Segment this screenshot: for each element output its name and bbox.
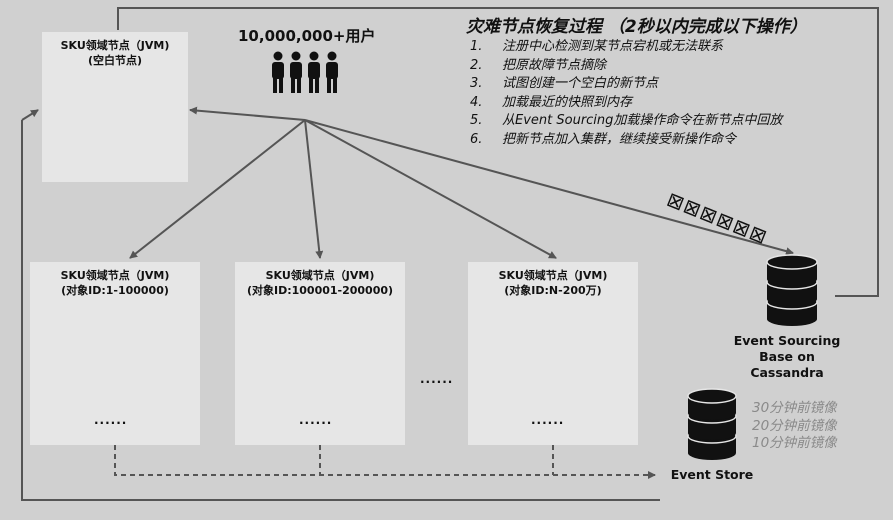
sku-node-box-1: SKU领域节点（JVM) (对象ID:1-100000) [30, 262, 200, 445]
person-leg [327, 78, 331, 93]
sku-node-2-title: SKU领域节点（JVM) (对象ID:100001-200000) [235, 268, 405, 298]
recovery-step: 4. 加载最近的快照到内存 [470, 94, 782, 113]
person-leg [315, 78, 319, 93]
event-store-feedback-line [21, 120, 660, 501]
person-body [272, 62, 284, 79]
person-head [291, 51, 301, 61]
step-text: 从Event Sourcing加载操作命令在新节点中回放 [502, 113, 783, 128]
recovery-step: 2. 把原故障节点摘除 [470, 57, 782, 76]
snapshot-item: 10分钟前镜像 [752, 435, 837, 451]
person-head [309, 51, 319, 61]
step-number: 1. [470, 39, 483, 54]
sku-node-1-title-line2: (对象ID:1-100000) [61, 284, 169, 297]
person-leg [309, 78, 313, 93]
node-2-ellipsis: ...... [299, 413, 333, 427]
recovery-step: 1. 注册中心检测到某节点宕机或无法联系 [470, 38, 782, 57]
blank-node-box: SKU领域节点（JVM) (空白节点) [42, 32, 188, 182]
cassandra-label-line3: Cassandra [750, 365, 824, 380]
sku-node-box-3: SKU领域节点（JVM) (对象ID:N-200万) [468, 262, 638, 445]
recovery-steps: 1. 注册中心检测到某节点宕机或无法联系 2. 把原故障节点摘除 3. 试图创建一个空… [470, 38, 782, 149]
arrow-users-to-blank-node [189, 106, 306, 121]
blank-node-title: SKU领域节点（JVM) (空白节点) [42, 38, 188, 68]
person-leg [273, 78, 277, 93]
sku-node-3-title-line1: SKU领域节点（JVM) [498, 269, 608, 282]
person-head [273, 51, 283, 61]
snapshot-item: 30分钟前镜像 [752, 400, 837, 416]
feedback-arrow-to-blank-node [21, 109, 39, 121]
snapshot-item: 20分钟前镜像 [752, 417, 837, 434]
cassandra-label-line1: Event Sourcing [733, 333, 841, 348]
step-number: 5. [470, 113, 483, 128]
more-nodes-ellipsis: ...... [420, 372, 454, 386]
recovery-title: 灾难节点恢复过程 （2秒以内完成以下操作） [466, 17, 807, 37]
blank-node-title-line1: SKU领域节点（JVM) [60, 39, 170, 52]
blank-node-title-line2: (空白节点) [87, 54, 143, 67]
person-leg [279, 78, 283, 93]
step-number: 6. [470, 131, 483, 147]
recovery-step: 3. 试图创建一个空白的新节点 [470, 75, 782, 94]
person-head [327, 51, 337, 61]
recovery-step: 5. 从Event Sourcing加载操作命令在新节点中回放 [470, 112, 782, 131]
step-text: 把新节点加入集群，继续接受新操作命令 [502, 131, 737, 147]
dashed-to-event-store [114, 445, 656, 479]
sku-node-3-title: SKU领域节点（JVM) (对象ID:N-200万) [468, 268, 638, 298]
step-text: 试图创建一个空白的新节点 [502, 76, 659, 91]
step-number: 4. [470, 94, 483, 110]
arrow-users-to-node-3 [304, 119, 557, 259]
recovery-step: 6. 把新节点加入集群，继续接受新操作命令 [470, 131, 782, 150]
person-leg [297, 78, 301, 93]
sku-node-2-title-line2: (对象ID:100001-200000) [246, 284, 394, 297]
step-number: 2. [470, 57, 483, 73]
person-leg [333, 78, 337, 93]
users-label: 10,000,000+用户 [238, 27, 376, 45]
cassandra-label-line2: Base on [759, 349, 815, 364]
sku-node-1-title: SKU领域节点（JVM) (对象ID:1-100000) [30, 268, 200, 298]
person-body [308, 62, 320, 79]
person-leg [291, 78, 295, 93]
step-text: 加载最近的快照到内存 [502, 94, 633, 110]
step-text: 把原故障节点摘除 [502, 57, 607, 73]
arrow-users-to-node-2 [304, 119, 324, 259]
person-body [290, 62, 302, 79]
cassandra-database-icon-disk-top [766, 254, 818, 270]
step-text: 注册中心检测到某节点宕机或无法联系 [502, 39, 724, 54]
arrow-users-to-node-1 [129, 119, 306, 259]
registry-feedback-line [117, 7, 879, 297]
person-body [326, 62, 338, 79]
sku-node-1-title-line1: SKU领域节点（JVM) [60, 269, 170, 282]
sku-node-3-title-line2: (对象ID:N-200万) [504, 284, 602, 297]
cassandra-label: Event Sourcing Base on Cassandra [722, 333, 852, 381]
sku-node-2-title-line1: SKU领域节点（JVM) [265, 269, 375, 282]
sku-node-box-2: SKU领域节点（JVM) (对象ID:100001-200000) [235, 262, 405, 445]
snapshot-list: 30分钟前镜像 20分钟前镜像 10分钟前镜像 [752, 400, 837, 453]
step-number: 3. [470, 76, 483, 91]
arrow-users-to-event-sourcing [304, 119, 794, 256]
node-3-ellipsis: ...... [531, 413, 565, 427]
node-1-ellipsis: ...... [94, 413, 128, 427]
event-store-database-icon-disk-top [687, 388, 737, 404]
event-store-label: Event Store [670, 467, 754, 482]
